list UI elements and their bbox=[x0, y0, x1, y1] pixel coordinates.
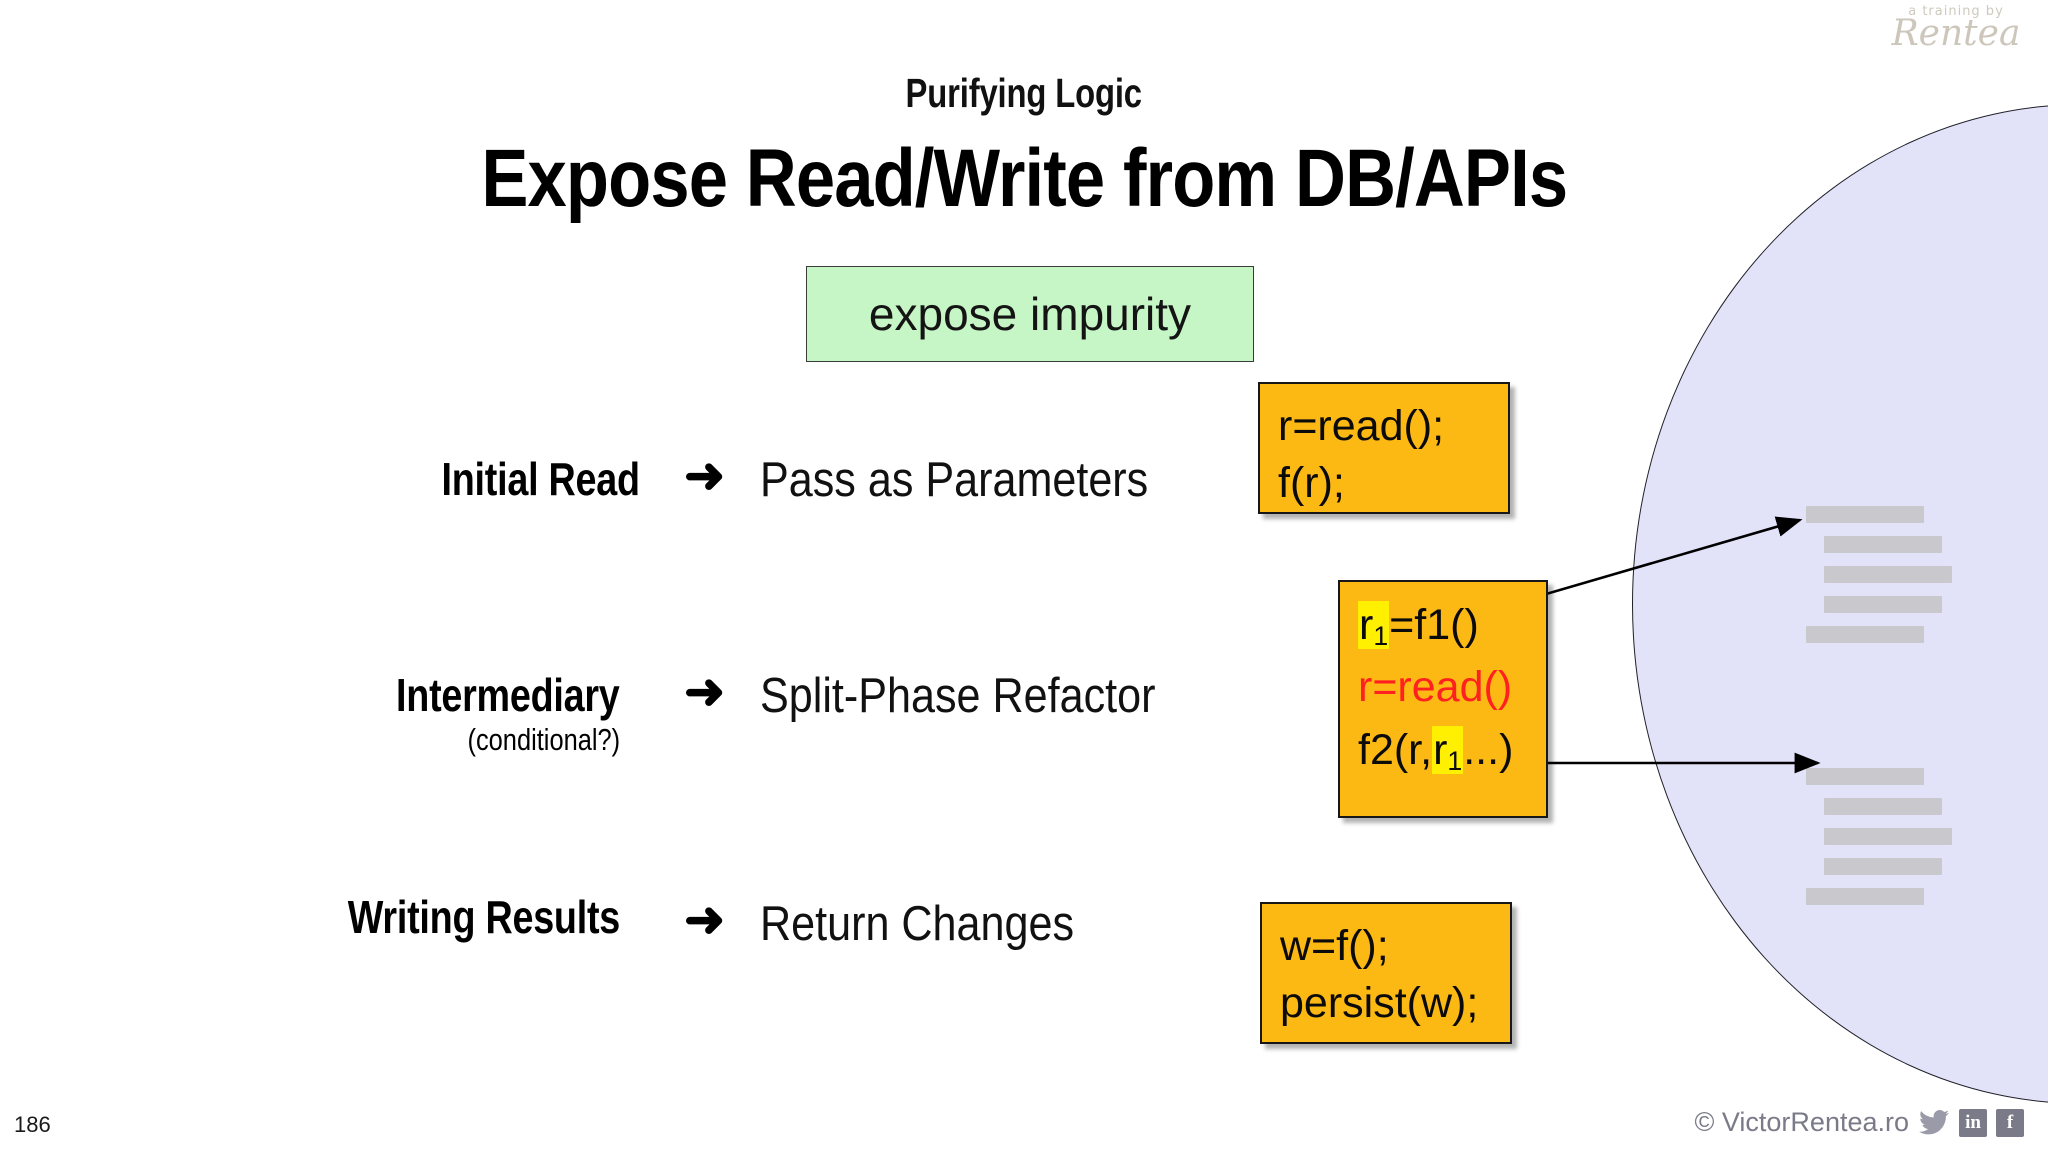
doc-line bbox=[1824, 798, 1942, 815]
subscript: 1 bbox=[1447, 745, 1463, 776]
slide-kicker: Purifying Logic bbox=[0, 70, 2048, 117]
code-line-3: f2(r,r1...) bbox=[1358, 725, 1514, 776]
slide-number: 186 bbox=[14, 1112, 51, 1137]
doc-line bbox=[1824, 828, 1952, 845]
code-line-1: r1=f1() bbox=[1358, 601, 1479, 651]
page-title: Expose Read/Write from DB/APIs bbox=[0, 133, 2048, 224]
page-title-text: Expose Read/Write from DB/APIs bbox=[481, 133, 1568, 224]
highlight-r1: r1 bbox=[1358, 601, 1390, 651]
doc-lines-bottom bbox=[1806, 768, 1952, 918]
code-line: persist(w); bbox=[1280, 978, 1479, 1027]
row-arrow-icon: ➜ bbox=[684, 893, 726, 947]
code-line: f(r); bbox=[1278, 458, 1345, 507]
doc-line bbox=[1824, 536, 1942, 553]
doc-line bbox=[1806, 506, 1924, 523]
copyright-text: © VictorRentea.ro bbox=[1694, 1107, 1910, 1137]
logo-kicker-text: a training by bbox=[1908, 4, 2004, 19]
expose-impurity-label: expose impurity bbox=[868, 288, 1192, 340]
doc-line bbox=[1806, 888, 1924, 905]
code-line-2: r=read() bbox=[1358, 663, 1513, 712]
doc-lines-top bbox=[1806, 506, 1952, 656]
code-line: w=f(); bbox=[1280, 922, 1389, 970]
row-label-intermediary: Intermediary bbox=[396, 669, 621, 721]
row-arrow-icon: ➜ bbox=[684, 665, 726, 719]
row-action-intermediary: Split-Phase Refactor bbox=[760, 669, 1156, 723]
code-box-initial-read: r=read(); f(r); bbox=[1258, 382, 1510, 514]
code-box-writing-results: w=f(); persist(w); bbox=[1260, 902, 1512, 1044]
linkedin-icon[interactable]: in bbox=[1959, 1108, 1987, 1137]
doc-line bbox=[1806, 768, 1924, 785]
code-box-intermediary: r1=f1() r=read() f2(r,r1...) bbox=[1338, 580, 1548, 818]
row-sublabel-intermediary: (conditional?) bbox=[467, 722, 620, 757]
footer-branding: © VictorRentea.ro in f bbox=[1694, 1107, 2024, 1138]
logo-signature-text: Rentea bbox=[1891, 13, 2021, 54]
row-action-writing-results: Return Changes bbox=[760, 897, 1075, 951]
row-action-initial-read: Pass as Parameters bbox=[760, 453, 1149, 507]
twitter-icon[interactable] bbox=[1918, 1109, 1950, 1137]
row-arrow-icon: ➜ bbox=[684, 449, 726, 503]
row-label-writing-results: Writing Results bbox=[347, 891, 620, 943]
row-label-initial-read: Initial Read bbox=[441, 453, 641, 505]
code-line: r=read(); bbox=[1278, 402, 1445, 450]
expose-impurity-callout: expose impurity bbox=[806, 266, 1254, 362]
subscript: 1 bbox=[1373, 620, 1389, 651]
facebook-icon[interactable]: f bbox=[1996, 1108, 2024, 1137]
slide-kicker-text: Purifying Logic bbox=[905, 70, 1143, 116]
doc-line bbox=[1824, 566, 1952, 583]
doc-line bbox=[1824, 596, 1942, 613]
doc-line bbox=[1806, 626, 1924, 643]
doc-line bbox=[1824, 858, 1942, 875]
training-logo: a training by Rentea bbox=[1886, 4, 2026, 72]
highlight-r1: r1 bbox=[1432, 725, 1464, 776]
